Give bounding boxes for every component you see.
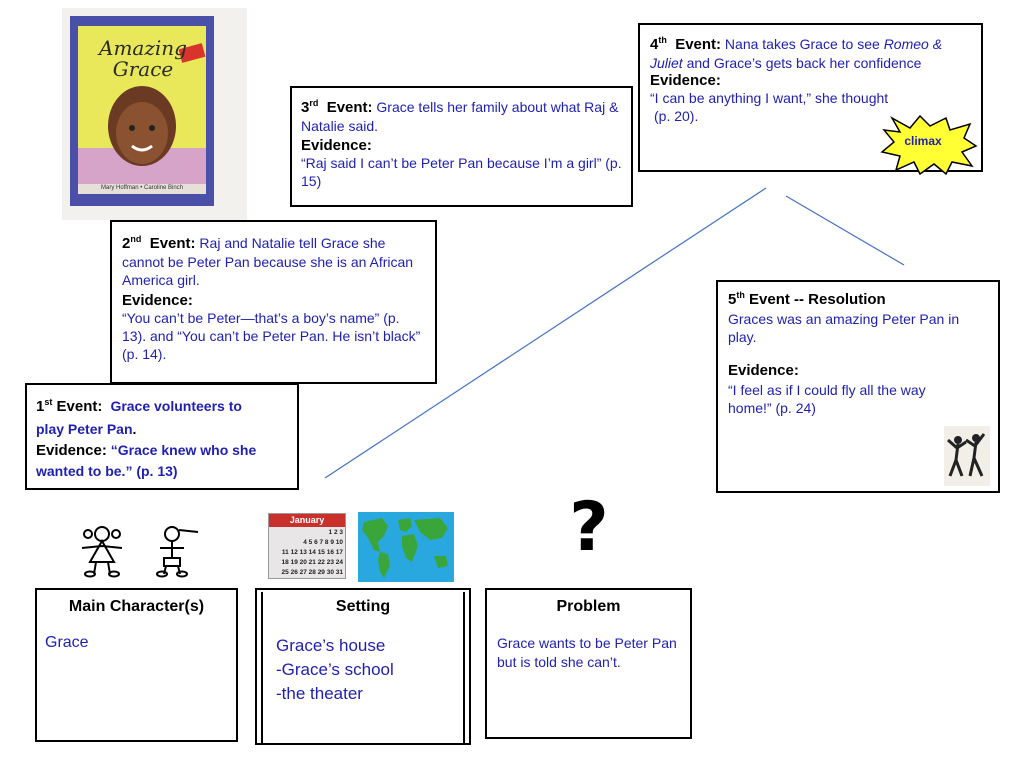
event-3-evidence-label: Evidence: [301,137,372,154]
question-mark-icon: ? [569,488,609,567]
event-3-text: Grace tells her family about what Raj & … [301,99,619,134]
event-1-ordinal: 1st Event: [36,397,103,415]
calendar-icon: January 1 2 3 4 5 6 7 8 9 10 11 12 13 14… [268,513,346,579]
climax-label: climax [904,134,942,148]
event-4-text: Nana takes Grace to see Romeo & Juliet a… [650,36,943,71]
book-title: Amazing Grace [88,38,198,80]
calendar-row: 4 5 6 7 8 9 10 [303,539,343,546]
main-character-item: Grace [45,634,89,651]
world-map-icon [358,512,454,582]
calendar-row: 25 26 27 28 29 30 31 [281,569,343,576]
event-4-evidence: “I can be anything I want,” she thought … [650,90,889,124]
event-3-evidence: “Raj said I can’t be Peter Pan because I… [301,155,622,189]
climax-burst-icon [880,114,978,176]
event-2-text: Raj and Natalie tell Grace she cannot be… [122,235,414,288]
main-characters-box: Main Character(s) Grace [35,588,238,742]
setting-inner-border [261,592,465,744]
problem-box: Problem Grace wants to be Peter Pan but … [485,588,692,739]
calendar-row: 1 2 3 [328,529,343,536]
setting-item: Grace’s house [276,636,386,655]
event-4-ordinal: 4th Event: [650,35,722,53]
calendar-row: 11 12 13 14 15 16 17 [281,549,343,556]
event-3-ordinal: 3rd Event: [301,98,373,116]
main-characters-heading: Main Character(s) [68,598,205,615]
problem-text: Grace wants to be Peter Pan but is told … [497,635,677,670]
event-5-heading: 5th Event -- Resolution [728,290,886,308]
event-5-text: Graces was an amazing Peter Pan in play. [728,311,960,345]
setting-item: -the theater [276,684,363,703]
book-title-line1: Amazing [99,36,187,60]
event-2-evidence: “You can’t be Peter—that’s a boy’s name”… [122,310,421,362]
event-4-evidence-label: Evidence: [650,72,721,89]
event-2-evidence-label: Evidence: [122,292,193,309]
event-2-ordinal: 2nd Event: [122,234,196,252]
event-5-evidence-label: Evidence: [728,362,799,379]
event-4-box: 4th Event: Nana takes Grace to see Romeo… [638,23,983,172]
book-title-line2: Grace [112,57,174,81]
event-2-box: 2nd Event: Raj and Natalie tell Grace sh… [110,220,437,384]
problem-heading: Problem [556,598,621,615]
calendar-row: 18 19 20 21 22 23 24 [281,559,343,566]
book-cover: Amazing Grace Mary Hoffman • Caroline Bi… [62,8,247,220]
stick-figures-icon [81,526,199,578]
event-3-box: 3rd Event: Grace tells her family about … [290,86,633,207]
event-1-evidence-label: Evidence: [36,442,107,459]
setting-box: Setting Grace’s house -Grace’s school -t… [255,588,471,745]
setting-heading: Setting [335,598,391,615]
setting-list: Grace’s house -Grace’s school -the theat… [267,634,459,706]
book-cover-art [62,8,247,220]
calendar-month: January [269,514,345,527]
book-authors: Mary Hoffman • Caroline Binch [100,185,184,191]
event-5-evidence: “I feel as if I could fly all the way ho… [728,382,926,416]
setting-item: -Grace’s school [276,660,394,679]
dancing-figures-icon [944,426,990,486]
event-5-box: 5th Event -- Resolution Graces was an am… [716,280,1000,493]
